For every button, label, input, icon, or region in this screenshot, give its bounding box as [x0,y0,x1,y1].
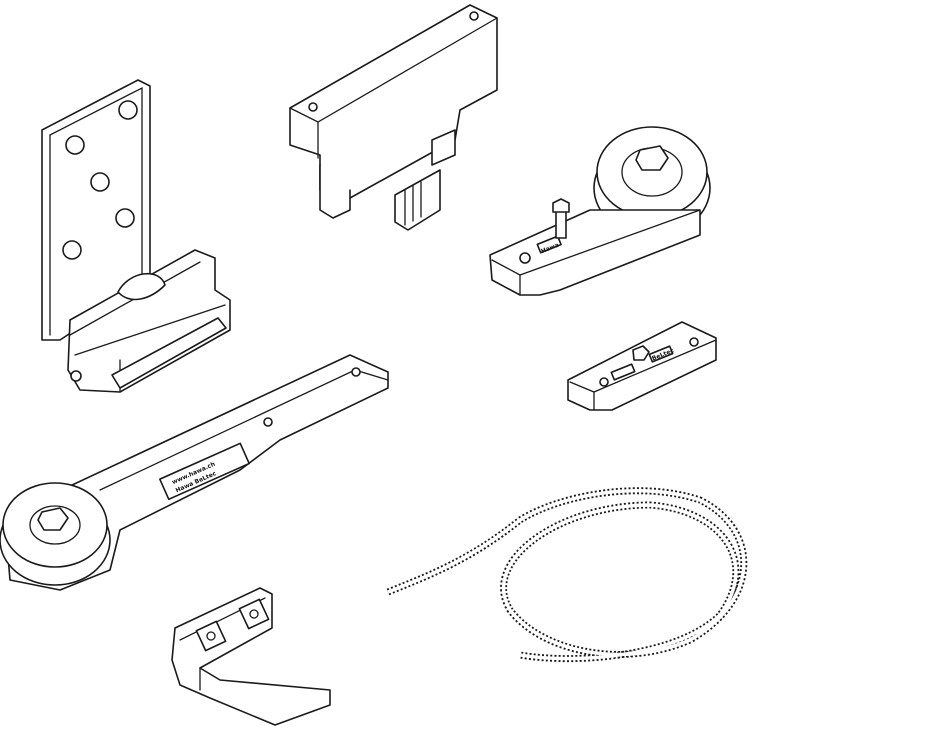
belt-clamp: BeLtec [567,321,717,411]
carriage-block [289,4,498,231]
wall-bracket [41,79,231,393]
toothed-belt [386,487,748,663]
angle-bracket [171,587,331,726]
pulley-arm: www.hawa.ch Hawa BeLtec [0,354,389,591]
pulley-tensioner: Hawa [489,126,711,296]
